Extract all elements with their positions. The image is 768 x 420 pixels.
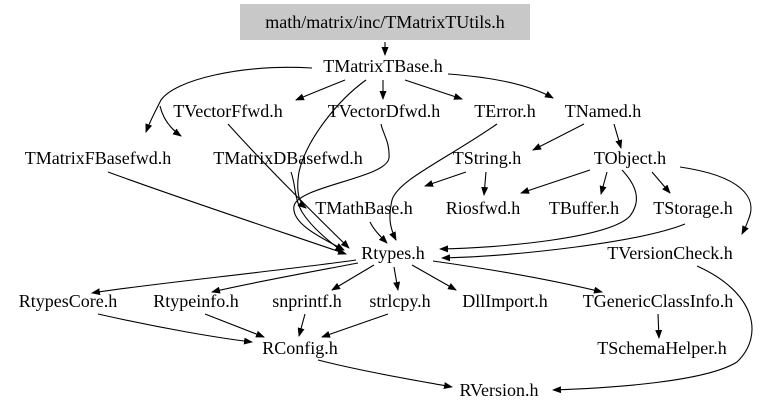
node-tmathbase[interactable]: TMathBase.h (315, 198, 412, 218)
edge-tmatrixtbase-to-tvectorffwd (295, 79, 346, 101)
edge-tgenericclassinfo-to-tschemahelper (655, 313, 663, 339)
node-tmatrixtbase[interactable]: TMatrixTBase.h (323, 56, 442, 76)
node-rtypescore[interactable]: RtypesCore.h (19, 291, 118, 311)
node-dllimport[interactable]: DllImport.h (462, 291, 548, 311)
node-tgenericclassinfo[interactable]: TGenericClassInfo.h (583, 291, 733, 311)
node-tvectorffwd[interactable]: TVectorFfwd.h (173, 101, 282, 121)
edge-tobject-to-tstorage (651, 171, 671, 194)
node-rversion[interactable]: RVersion.h (459, 380, 538, 400)
edge-rtypes-to-snprintf (331, 264, 375, 291)
edge-snprintf-to-rconfig (297, 313, 306, 337)
node-tobject[interactable]: TObject.h (594, 148, 666, 168)
edge-rtypes-to-tgenericclassinfo (432, 260, 603, 294)
node-rconfig[interactable]: RConfig.h (262, 338, 338, 358)
node-tmatrixtutils[interactable]: math/matrix/inc/TMatrixTUtils.h (265, 12, 504, 32)
node-tschemahelper[interactable]: TSchemaHelper.h (597, 338, 726, 358)
edge-tmatrixtbase-to-terror (404, 79, 463, 100)
edge-tobject-to-riosfwd (520, 169, 591, 194)
node-snprintf[interactable]: snprintf.h (272, 291, 342, 311)
edge-tobject-to-tversioncheck (679, 166, 752, 235)
edge-strlcpy-to-rconfig (321, 313, 389, 338)
edge-rtypescore-to-rconfig (97, 313, 253, 345)
root-node-box (240, 4, 530, 40)
edge-tstring-to-riosfwd (481, 171, 489, 196)
node-tmatrixdbasefwd[interactable]: TMatrixDBasefwd.h (213, 148, 362, 168)
edge-tmatrixdbasefwd-to-rtypes (290, 171, 344, 253)
edge-tmatrixtbase-to-tmathbase (297, 79, 367, 209)
edge-rtypes-to-rtypescore (91, 259, 357, 296)
edge-tvectorffwd-to-rtypes (227, 123, 350, 249)
edge-tobject-to-tbuffer (599, 171, 608, 195)
node-tstorage[interactable]: TStorage.h (653, 198, 732, 218)
edge-tstorage-to-rtypes (441, 223, 686, 262)
edge-tmatrixfbasefwd-to-rtypes (107, 171, 347, 255)
node-tnamed[interactable]: TNamed.h (565, 101, 641, 121)
node-terror[interactable]: TError.h (474, 101, 535, 121)
edge-tnamed-to-tstring (532, 123, 585, 151)
edge-rconfig-to-rversion (317, 359, 453, 389)
edge-tmatrixtbase-to-tnamed (447, 73, 554, 99)
edge-terror-to-rtypes (389, 123, 498, 241)
edge-tstring-to-tmathbase (424, 171, 467, 187)
node-rtypeinfo[interactable]: Rtypeinfo.h (153, 291, 239, 311)
edge-tnamed-to-tobject (613, 123, 623, 149)
edge-rtypes-to-dllimport (411, 264, 457, 291)
edge-rtypeinfo-to-rconfig (204, 313, 265, 338)
edge-rtypes-to-strlcpy (393, 266, 401, 291)
edge-tversioncheck-to-rversion (552, 265, 753, 394)
edge-rtypes-to-rtypeinfo (211, 262, 359, 294)
node-tstring[interactable]: TString.h (453, 148, 522, 168)
edge-tmathbase-to-rtypes (369, 221, 388, 244)
edge-tvectordfwd-to-rtypes (293, 123, 390, 251)
edge-tmatrixtbase-to-tmatrixfbasefwd (145, 66, 313, 133)
node-tversioncheck[interactable]: TVersionCheck.h (607, 243, 732, 263)
edge-tmatrixtbase-to-tmatrixdbasefwd (159, 105, 182, 137)
node-strlcpy[interactable]: strlcpy.h (369, 291, 430, 311)
node-tmatrixfbasefwd[interactable]: TMatrixFBasefwd.h (25, 148, 171, 168)
node-tvectordfwd[interactable]: TVectorDfwd.h (328, 101, 440, 121)
edge-tobject-to-rtypes (439, 169, 637, 253)
node-tbuffer[interactable]: TBuffer.h (549, 198, 619, 218)
node-riosfwd[interactable]: Riosfwd.h (446, 198, 521, 218)
node-rtypes[interactable]: Rtypes.h (361, 243, 425, 263)
